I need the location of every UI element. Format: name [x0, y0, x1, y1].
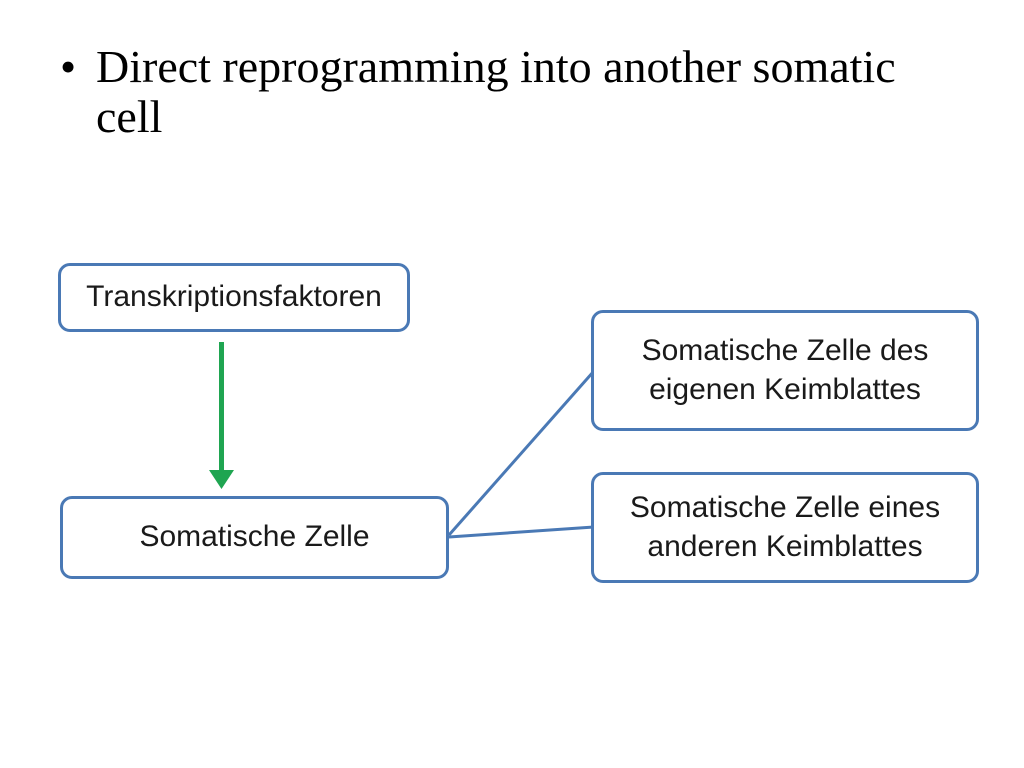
- box-label: Somatische Zelle eines anderen Keimblatt…: [629, 491, 941, 563]
- box-label: Transkriptionsfaktoren: [86, 280, 382, 314]
- slide-title: Direct reprogramming into another somati…: [96, 41, 896, 142]
- title-block: • Direct reprogramming into another soma…: [60, 41, 918, 142]
- box-label: Somatische Zelle des eigenen Keimblattes: [641, 334, 929, 406]
- green-arrow-head-icon: [209, 470, 234, 489]
- connector-line-to-other-germ-layer: [448, 525, 595, 539]
- box-somatische-zelle: Somatische Zelle: [60, 496, 449, 579]
- box-somatische-zelle-eigenes-keimblatt: Somatische Zelle des eigenen Keimblattes: [591, 310, 979, 431]
- box-transkriptionsfaktoren: Transkriptionsfaktoren: [58, 263, 410, 332]
- bullet-marker: •: [60, 41, 77, 92]
- box-label: Somatische Zelle: [139, 520, 370, 554]
- green-down-arrow: [209, 342, 234, 489]
- box-somatische-zelle-anderes-keimblatt: Somatische Zelle eines anderen Keimblatt…: [591, 472, 979, 583]
- connector-line-to-same-germ-layer: [447, 370, 596, 536]
